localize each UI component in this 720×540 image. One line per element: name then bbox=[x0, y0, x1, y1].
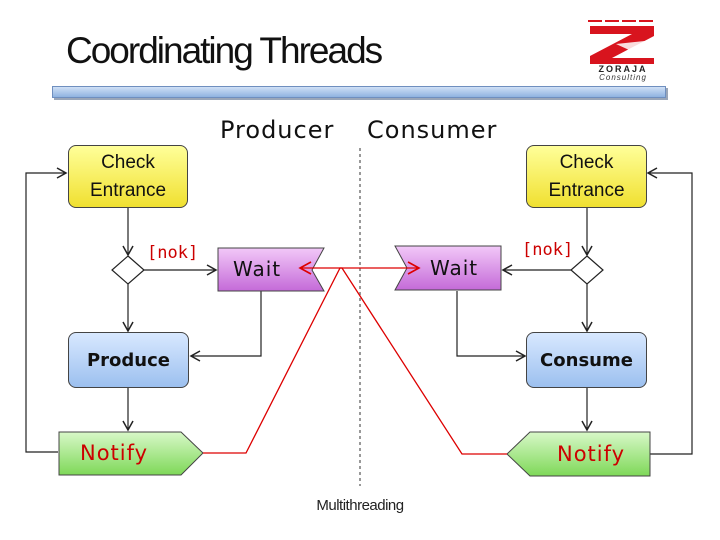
consumer-wait-label: Wait bbox=[430, 256, 479, 280]
consumer-check-entrance-box: Check Entrance bbox=[526, 145, 647, 208]
producer-nok-guard: [nok] bbox=[147, 243, 199, 263]
logo-subtitle: Consulting bbox=[599, 73, 647, 82]
consumer-notify-label: Notify bbox=[557, 442, 626, 466]
logo-name: ZORAJA bbox=[598, 64, 648, 74]
consumer-wait-shape bbox=[394, 245, 502, 291]
consumer-loop-back bbox=[646, 167, 693, 455]
consumer-nok-guard: [nok] bbox=[522, 240, 574, 260]
producer-wait-shape bbox=[217, 247, 325, 292]
slide-title: Coordinating Threads bbox=[66, 30, 383, 71]
consume-label: Consume bbox=[540, 349, 633, 371]
producer-heading: Producer bbox=[220, 116, 335, 144]
consumer-notify-shape bbox=[506, 431, 651, 477]
consumer-heading: Consumer bbox=[367, 116, 498, 144]
produce-box: Produce bbox=[68, 332, 189, 388]
producer-wait-label: Wait bbox=[233, 257, 282, 281]
producer-decision-diamond bbox=[111, 255, 145, 285]
slide-footer: Multithreading bbox=[316, 497, 404, 514]
consumer-check-entrance-label: Check Entrance bbox=[548, 151, 625, 201]
consumer-wait-to-consume bbox=[456, 291, 527, 362]
consume-box: Consume bbox=[526, 332, 647, 388]
producer-check-entrance-label: Check Entrance bbox=[89, 151, 167, 201]
producer-notify-shape bbox=[58, 431, 204, 476]
produce-label: Produce bbox=[86, 349, 170, 371]
producer-loop-back bbox=[25, 167, 68, 453]
title-underline-bar bbox=[52, 86, 666, 98]
zoraja-logo-icon bbox=[588, 20, 654, 64]
producer-notify-label: Notify bbox=[80, 441, 149, 465]
consumer-notify-signal bbox=[298, 261, 507, 455]
consumer-decision-diamond bbox=[570, 255, 604, 285]
producer-notify-signal bbox=[203, 261, 421, 454]
producer-check-entrance-box: Check Entrance bbox=[68, 145, 188, 208]
producer-wait-to-produce bbox=[189, 291, 262, 362]
